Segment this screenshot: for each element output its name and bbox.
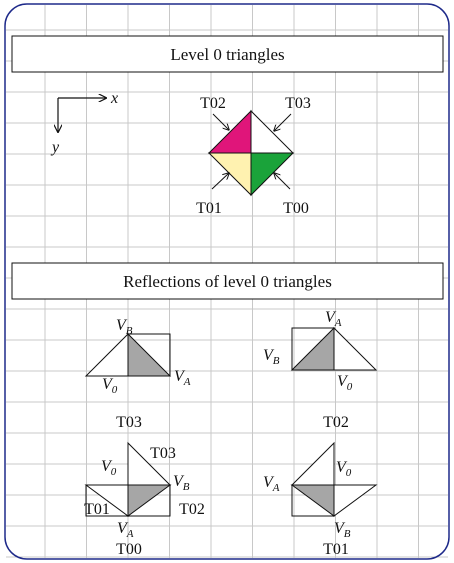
r3-t03-label: T03 <box>150 445 176 462</box>
triangle-t02 <box>207 109 252 154</box>
r3-t01-label: T01 <box>84 501 110 518</box>
top-title-box <box>11 35 444 73</box>
r2-v0-label: V0 <box>337 373 353 393</box>
reflection-t03: VB V0 VA T03 <box>84 317 191 431</box>
x-axis-label: x <box>110 90 118 107</box>
r1-va-label: VA <box>174 368 191 388</box>
reflection-t00: T03 V0 VB T01 T02 VA T00 <box>84 441 205 558</box>
r2-va-label: VA <box>325 309 342 329</box>
axes-indicator: x y <box>50 90 118 156</box>
top-title: Level 0 triangles <box>170 45 284 64</box>
label-t01: T01 <box>196 200 222 217</box>
r1-name: T03 <box>116 414 142 431</box>
y-axis-label: y <box>50 139 60 156</box>
outer-frame <box>4 3 450 560</box>
r4-v0-label: V0 <box>336 459 352 479</box>
label-t03: T03 <box>285 95 311 112</box>
level0-diamond: T02 T03 T01 T00 <box>196 95 311 217</box>
r3-name: T00 <box>116 541 142 558</box>
r3-v0-label: V0 <box>101 458 117 478</box>
r4-va-label: VA <box>263 474 280 494</box>
bottom-title-box <box>11 262 444 300</box>
reflection-t01: V0 VA VB T01 <box>263 441 378 558</box>
reflection-t02: VA VB V0 T02 <box>263 309 378 431</box>
label-t00: T00 <box>283 200 309 217</box>
triangle-t03 <box>250 109 295 154</box>
r3-va-label: VA <box>117 520 134 540</box>
r3-vb-label: VB <box>173 473 190 493</box>
r2-name: T02 <box>323 414 349 431</box>
r1-v0-label: V0 <box>102 376 118 396</box>
triangle-t01 <box>207 152 252 197</box>
r4-name: T01 <box>323 541 349 558</box>
label-t02: T02 <box>200 95 226 112</box>
r1-vb-label: VB <box>116 317 133 337</box>
triangle-t00 <box>250 152 295 197</box>
r3-t02-label: T02 <box>179 501 205 518</box>
bottom-title: Reflections of level 0 triangles <box>123 272 332 291</box>
r2-vb-label: VB <box>263 347 280 367</box>
r4-vb-label: VB <box>334 520 351 540</box>
